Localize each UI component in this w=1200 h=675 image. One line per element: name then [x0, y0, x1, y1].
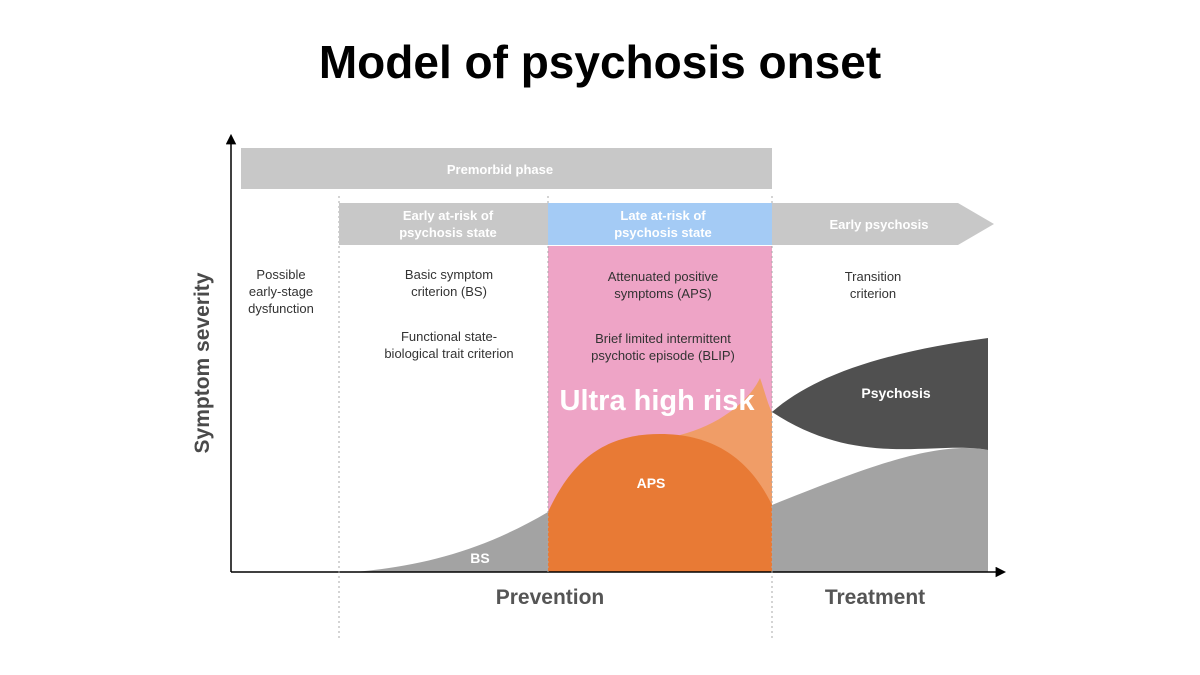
desc-col3a-line2: symptoms (APS) [614, 286, 712, 301]
bs-label: BS [470, 550, 489, 566]
desc-col1-line2: early-stage [249, 284, 313, 299]
aps-area [548, 434, 772, 572]
y-axis-label: Symptom severity [191, 272, 214, 453]
premorbid-phase-label: Premorbid phase [447, 162, 553, 177]
desc-col4-line2: criterion [850, 286, 896, 301]
late-at-risk-label-line1: Late at-risk of [620, 208, 706, 223]
desc-col2a-line2: criterion (BS) [411, 284, 487, 299]
premorbid-phase-band [241, 148, 772, 189]
bs-area [355, 512, 548, 572]
treatment-gray-area [772, 448, 988, 572]
late-at-risk-band [548, 203, 772, 245]
blip-label: BLIP [772, 464, 804, 480]
desc-col3b-line2: psychotic episode (BLIP) [591, 348, 735, 363]
ultra-high-risk-label: Ultra high risk [560, 385, 756, 417]
desc-col2a-line1: Basic symptom [405, 267, 493, 282]
early-psychosis-label: Early psychosis [830, 217, 929, 232]
treatment-label: Treatment [825, 586, 925, 609]
blip-tail-area [772, 505, 835, 572]
late-at-risk-label-line2: psychosis state [614, 225, 712, 240]
desc-col2b-line1: Functional state- [401, 329, 497, 344]
early-psychosis-arrow-band [772, 203, 994, 245]
desc-col3b-line1: Brief limited intermittent [595, 331, 731, 346]
desc-col1-line3: dysfunction [248, 301, 314, 316]
desc-col1-line1: Possible [256, 267, 305, 282]
early-at-risk-label-line2: psychosis state [399, 225, 497, 240]
diagram-title: Model of psychosis onset [319, 36, 881, 88]
desc-col3a-line1: Attenuated positive [608, 269, 719, 284]
desc-col4-line1: Transition [845, 269, 902, 284]
psychosis-area [772, 338, 988, 450]
psychosis-label: Psychosis [861, 385, 930, 401]
desc-col2b-line2: biological trait criterion [384, 346, 513, 361]
early-at-risk-label-line1: Early at-risk of [403, 208, 494, 223]
prevention-label: Prevention [496, 586, 605, 609]
aps-label: APS [637, 475, 666, 491]
early-at-risk-band [339, 203, 548, 245]
